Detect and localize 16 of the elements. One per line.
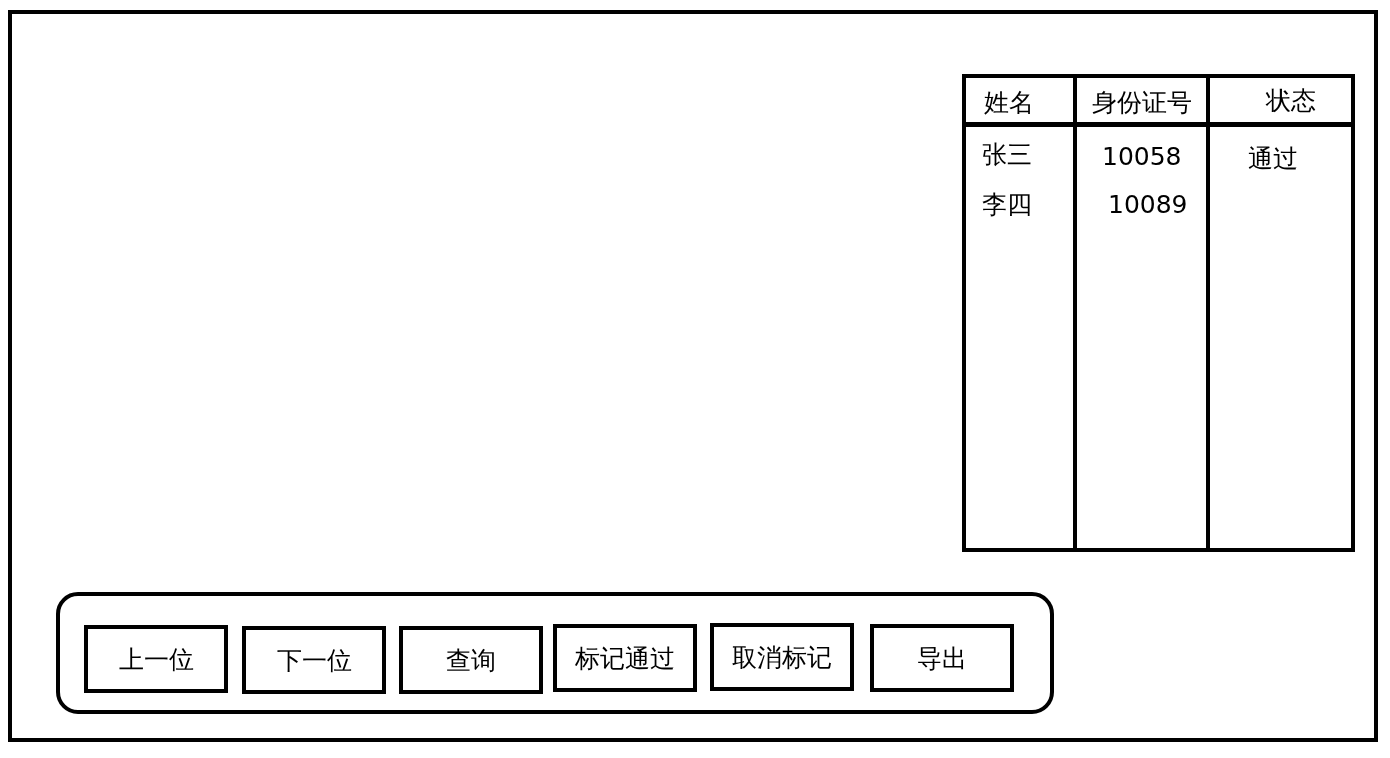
- table-cell-text: 李四: [982, 189, 1032, 221]
- action-button: 导出: [870, 624, 1014, 692]
- action-button: 标记通过: [553, 624, 697, 692]
- table-cell-text: 通过: [1248, 143, 1298, 175]
- table-cell: 10058: [1102, 142, 1182, 171]
- action-button: 上一位: [84, 625, 228, 693]
- table-cell: 10089: [1108, 190, 1188, 219]
- action-button: 取消标记: [710, 623, 854, 691]
- button-panel: [56, 592, 1054, 714]
- column-header: 状态: [1266, 85, 1316, 117]
- column-header: 身份证号: [1092, 87, 1192, 119]
- column-header: 姓名: [984, 87, 1034, 119]
- table-cell-text: 张三: [982, 139, 1032, 171]
- window-frame: [8, 10, 1378, 742]
- action-button: 查询: [399, 626, 543, 694]
- action-button: 下一位: [242, 626, 386, 694]
